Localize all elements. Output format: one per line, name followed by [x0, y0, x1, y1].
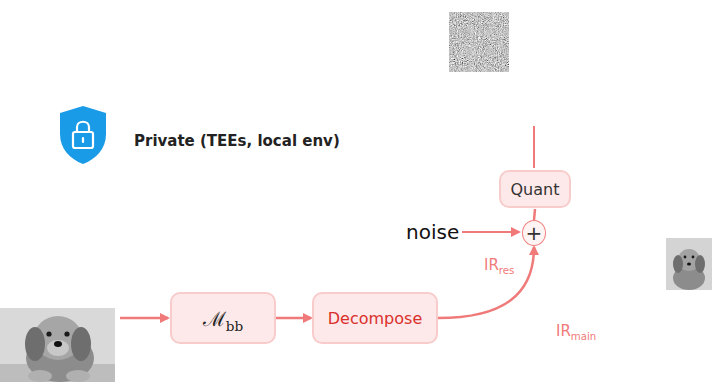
- connector-arrow: [438, 247, 534, 318]
- signal-label: IRmain: [556, 322, 596, 340]
- connector-arrow: [534, 209, 535, 220]
- noise-arrow: [462, 231, 519, 233]
- node-text: +: [526, 221, 543, 245]
- edge-label: IRres: [484, 256, 514, 274]
- region-label: Private (TEEs, local env): [134, 132, 340, 150]
- dog-photo: [0, 308, 115, 382]
- shield-lock-icon: [56, 104, 110, 166]
- process-box: Decompose: [312, 292, 438, 344]
- dog-reconstruction: [666, 238, 712, 290]
- node-text: Decompose: [328, 309, 422, 328]
- input-arrow: [120, 317, 168, 320]
- connector-arrow: [276, 317, 311, 320]
- process-box: Quant: [499, 170, 571, 208]
- node-text: Quant: [511, 180, 560, 199]
- noise-image: [449, 12, 509, 72]
- signal-label: noise: [406, 220, 459, 244]
- model-box: ℳbb: [170, 292, 276, 344]
- output-wire: [533, 126, 535, 168]
- sum-circle: +: [522, 220, 546, 246]
- node-text: ℳbb: [203, 305, 243, 332]
